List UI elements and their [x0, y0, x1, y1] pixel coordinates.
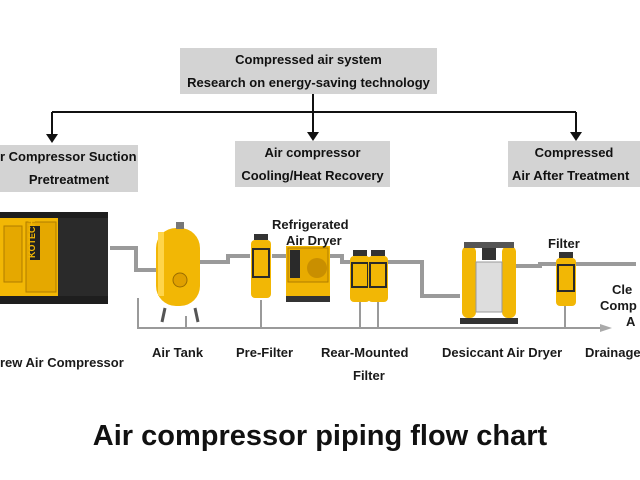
drain-lines: [137, 298, 600, 329]
compressor-label: rew Air Compressor: [0, 355, 124, 370]
rear-mounted-filter-units: [350, 250, 388, 302]
filter-label: Filter: [548, 236, 580, 251]
clean-air-label-3: A: [626, 314, 636, 329]
arrow-mid: [307, 132, 319, 141]
compressor-brand-logo: KOTECH: [27, 220, 37, 258]
rear-filter-label-2: Filter: [353, 368, 385, 383]
clean-air-label-1: Cle: [612, 282, 633, 297]
rear-filter-label-1: Rear-Mounted: [321, 345, 409, 360]
arrow-right: [570, 132, 582, 141]
after-treatment-line-2: Air After Treatment: [512, 168, 630, 183]
cooling-box-line-1: Air compressor: [264, 145, 361, 160]
suction-box-line-1: r Compressor Suction: [0, 149, 137, 164]
drain-arrow: [600, 324, 612, 332]
cooling-heat-recovery-box: Air compressor Cooling/Heat Recovery: [235, 141, 390, 187]
arrow-left: [46, 134, 58, 143]
top-box-line-2: Research on energy-saving technology: [187, 75, 430, 90]
desiccant-dryer-label: Desiccant Air Dryer: [442, 345, 563, 360]
cooling-box-line-2: Cooling/Heat Recovery: [241, 168, 384, 183]
drainage-label: Drainage: [585, 345, 640, 360]
final-filter-unit: [556, 252, 576, 306]
pre-filter-unit: [251, 234, 271, 298]
suction-box-line-2: Pretreatment: [28, 172, 110, 187]
refrigerated-dryer-label-1: Refrigerated: [272, 217, 349, 232]
air-tank-label: Air Tank: [152, 345, 204, 360]
tree-connectors: [51, 94, 577, 136]
screw-air-compressor: KOTECH: [0, 212, 108, 304]
after-treatment-line-1: Compressed: [534, 145, 614, 160]
clean-air-label-2: Comp: [600, 298, 637, 313]
suction-pretreatment-box: r Compressor Suction Pretreatment: [0, 145, 138, 192]
refrigerated-dryer-label-2: Air Dryer: [286, 233, 342, 248]
desiccant-air-dryer-unit: [460, 242, 518, 324]
top-box-line-1: Compressed air system: [235, 52, 382, 67]
diagram-title: Air compressor piping flow chart: [92, 420, 548, 452]
air-tank: [156, 222, 200, 323]
pre-filter-label: Pre-Filter: [236, 345, 294, 360]
refrigerated-air-dryer-unit: [286, 246, 330, 302]
after-treatment-box: Compressed Air After Treatment: [508, 141, 640, 187]
top-system-box: Compressed air system Research on energy…: [180, 48, 437, 94]
